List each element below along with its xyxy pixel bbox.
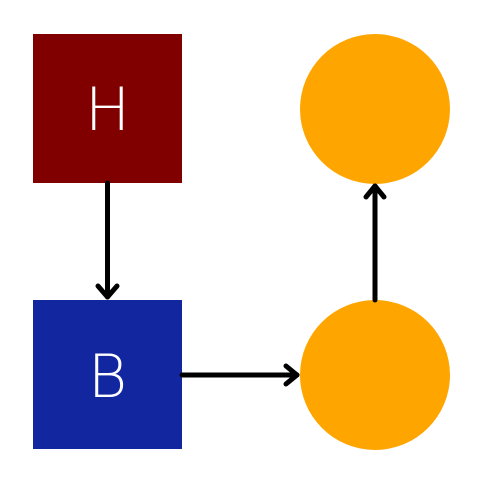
- node-b-box: [33, 300, 182, 449]
- node-circle-bottom: [300, 300, 450, 450]
- node-b-label: B: [88, 342, 127, 412]
- node-h: H: [33, 34, 182, 183]
- edge-circle-to-circle: [363, 183, 387, 303]
- edge-h-to-b: [95, 180, 120, 300]
- edge-circle-to-circle-arrowhead: [363, 183, 387, 200]
- node-b: B: [33, 300, 182, 449]
- edge-b-to-circle: [179, 363, 300, 387]
- node-h-label: H: [85, 75, 130, 145]
- edge-b-to-circle-arrowhead: [283, 363, 300, 387]
- node-h-box: [33, 34, 182, 183]
- edge-h-to-b-arrowhead: [95, 283, 120, 300]
- node-circle-top: [300, 34, 450, 184]
